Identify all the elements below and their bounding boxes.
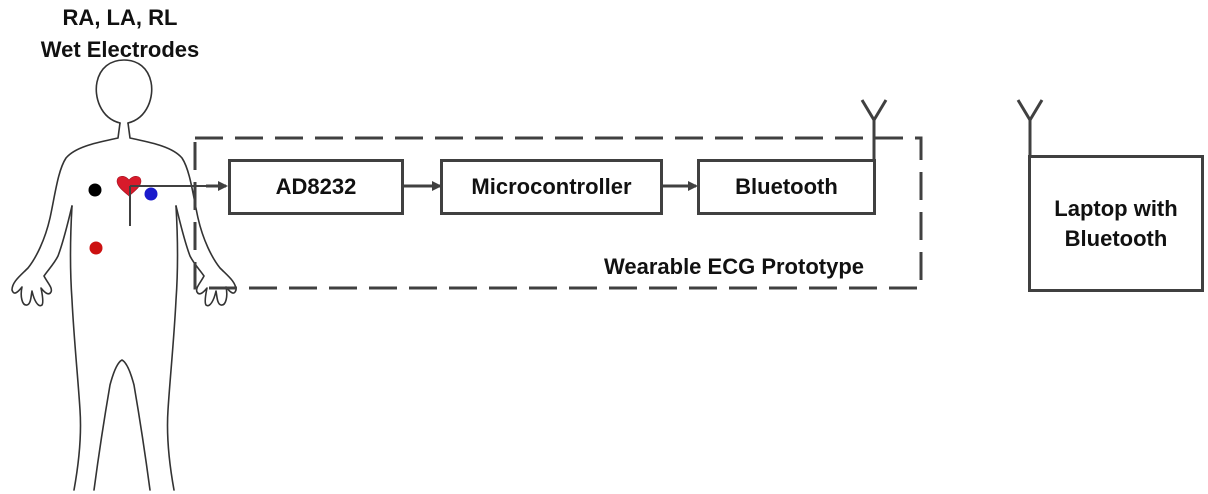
rl-electrode-icon bbox=[89, 241, 103, 255]
ra-electrode-icon bbox=[88, 183, 102, 197]
wearable-group-boundary bbox=[193, 136, 923, 290]
laptop-label-line2: Bluetooth bbox=[1064, 225, 1168, 251]
la-electrode-icon bbox=[144, 187, 158, 201]
laptop-antenna-icon bbox=[1016, 99, 1044, 156]
bluetooth-label: Bluetooth bbox=[735, 174, 838, 199]
laptop-block: Laptop with Bluetooth bbox=[1028, 155, 1204, 292]
ad8232-block: AD8232 bbox=[228, 159, 404, 215]
electrode-caption: RA, LA, RL Wet Electrodes bbox=[10, 2, 230, 66]
wearable-group-label: Wearable ECG Prototype bbox=[604, 254, 864, 279]
ad8232-label: AD8232 bbox=[275, 174, 357, 199]
bluetooth-block: Bluetooth bbox=[697, 159, 876, 215]
electrode-caption-line1: RA, LA, RL bbox=[62, 5, 178, 30]
microcontroller-label: Microcontroller bbox=[471, 174, 632, 199]
electrode-leads bbox=[129, 185, 215, 226]
electrode-caption-line2: Wet Electrodes bbox=[40, 37, 200, 62]
human-body-outline bbox=[11, 59, 237, 491]
microcontroller-block: Microcontroller bbox=[440, 159, 663, 215]
wearable-antenna-icon bbox=[860, 99, 888, 165]
laptop-label-line1: Laptop with bbox=[1054, 195, 1178, 221]
